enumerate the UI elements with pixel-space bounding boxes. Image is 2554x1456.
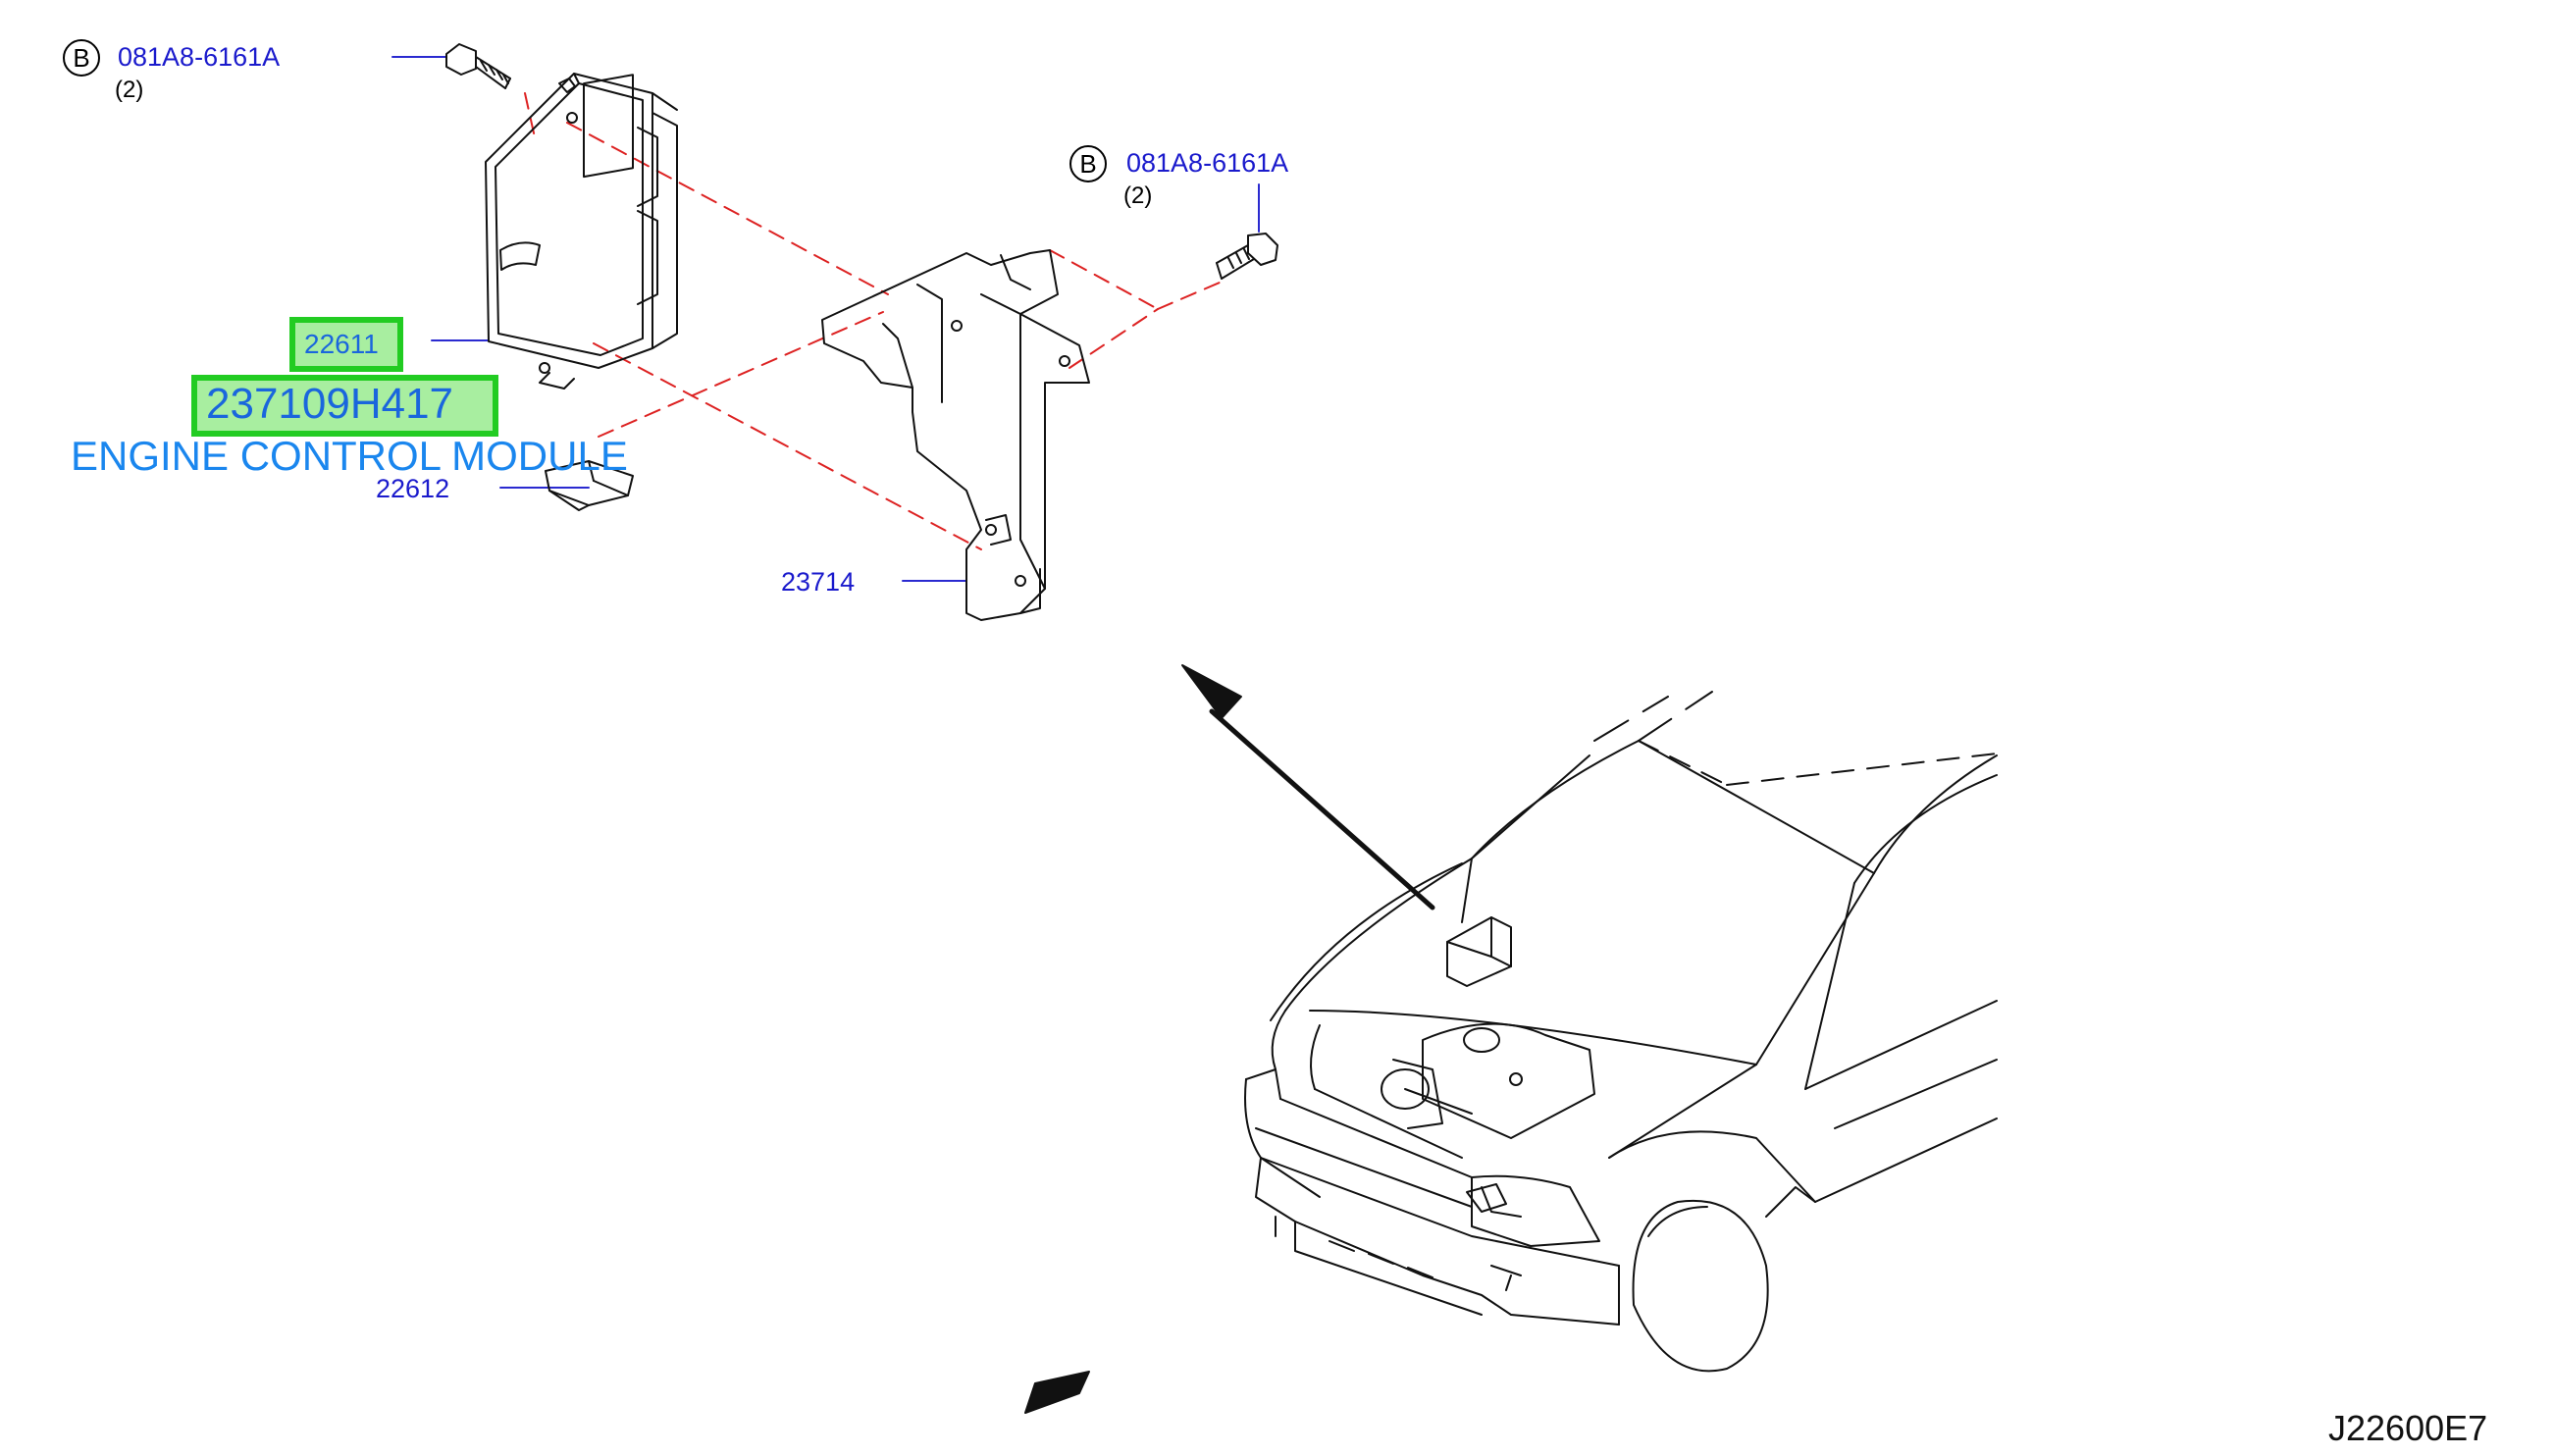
- bolt-marker-b: B: [1069, 145, 1107, 182]
- highlight-box-22611: [289, 317, 403, 372]
- assembly-dashed-lines: [525, 93, 1226, 549]
- part-label-ecm-clip[interactable]: 22612: [376, 474, 450, 503]
- bolt-part-number[interactable]: 081A8-6161A: [1126, 148, 1289, 178]
- vehicle-drawing: [1245, 692, 1997, 1371]
- bolt-right: [1217, 234, 1277, 279]
- bracket-shape: [822, 250, 1089, 620]
- direction-arrow: [1025, 665, 1433, 1413]
- ecm-module-shape: [486, 74, 677, 389]
- bolt-marker-b: B: [63, 39, 100, 77]
- bolt-quantity: (2): [115, 77, 144, 103]
- bolt-part-number[interactable]: 081A8-6161A: [118, 42, 281, 72]
- part-label-ecm-assembly[interactable]: 237109H417: [206, 380, 454, 428]
- part-name-ecm: ENGINE CONTROL MODULE: [71, 433, 628, 479]
- ecm-clip-shape: [546, 461, 633, 510]
- part-label-bracket[interactable]: 23714: [781, 567, 856, 597]
- bolt-quantity: (2): [1123, 182, 1153, 209]
- part-label-ecm-cover[interactable]: 22611: [304, 329, 379, 359]
- highlight-box-237109H417: [191, 375, 498, 437]
- diagram-reference: J22600E7: [2328, 1408, 2488, 1448]
- bolt-top-left: [446, 44, 510, 88]
- leader-lines: [392, 57, 1259, 581]
